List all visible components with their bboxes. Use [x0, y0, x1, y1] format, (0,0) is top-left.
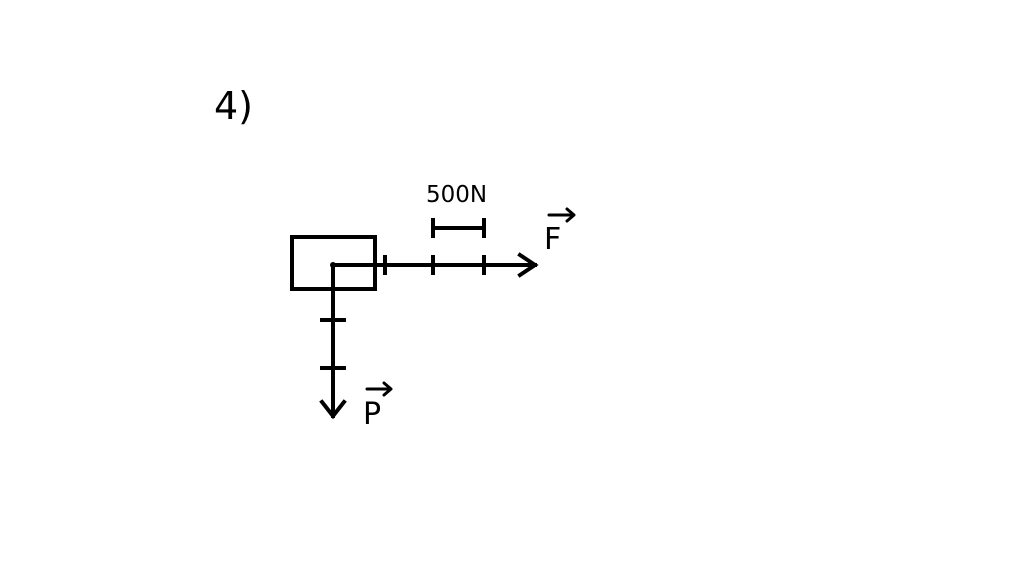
- vector-f-label-arrow-head: [565, 207, 576, 223]
- vector-f: [331, 252, 539, 278]
- vector-f-label: F: [544, 207, 576, 257]
- vector-p: [319, 263, 347, 420]
- vector-p-label-arrow-head: [382, 381, 393, 397]
- scale-bar: 500N: [426, 182, 487, 238]
- vector-p-symbol: P: [363, 397, 381, 432]
- vector-p-arrowhead: [319, 399, 347, 420]
- vector-f-arrowhead: [517, 252, 539, 278]
- scale-bar-label: 500N: [426, 182, 487, 208]
- vector-f-symbol: F: [544, 222, 561, 257]
- problem-number: 4): [214, 84, 253, 128]
- vector-p-label: P: [363, 381, 393, 432]
